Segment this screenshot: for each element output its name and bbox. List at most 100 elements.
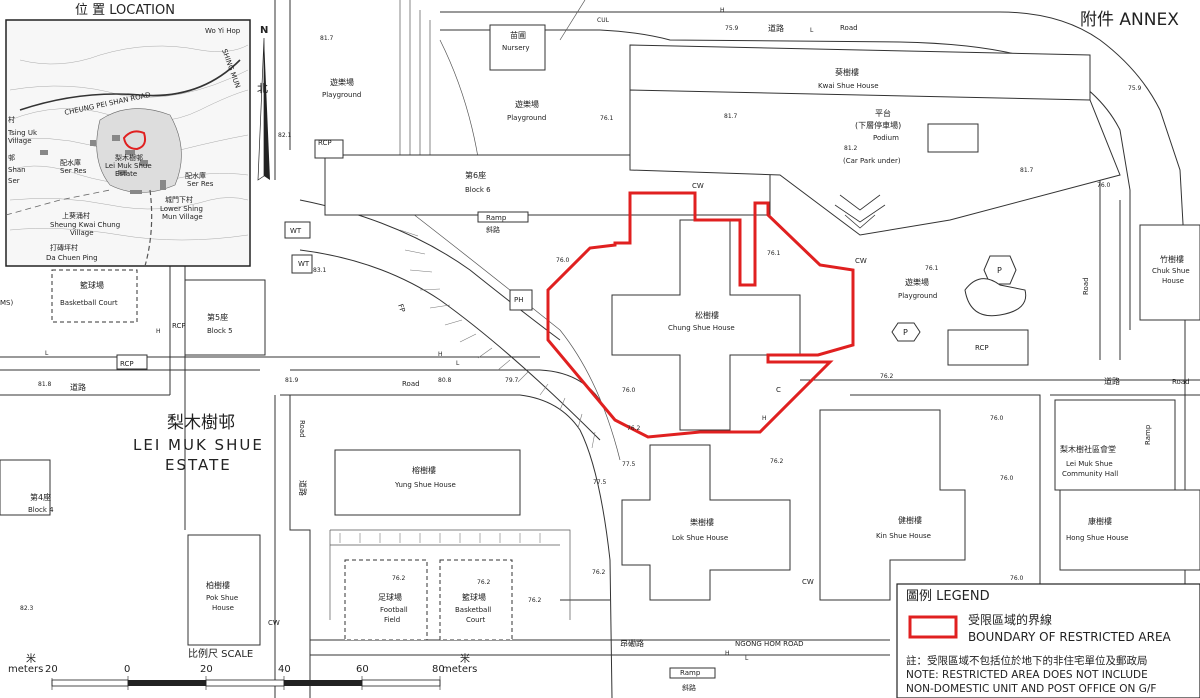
north-letter: N (260, 25, 268, 36)
nursery (489, 24, 546, 71)
label-kin-en: Kin Shue House (876, 532, 931, 540)
inset-label-21: Shan (8, 166, 26, 174)
chung-shue-house (611, 219, 801, 431)
ramp-right-vert: Ramp (1144, 424, 1152, 445)
road-right-zh: 道路 (1104, 376, 1120, 386)
community-hall (1054, 399, 1176, 491)
inset-location-marker (122, 130, 147, 151)
road-mid-en: Road (402, 380, 420, 388)
inset-label-10: 配水庫 (185, 171, 206, 180)
scale-tick-label: 80 (432, 664, 445, 675)
spot-height: 76.0 (1010, 575, 1024, 582)
label-ramp-zh-2: 斜路 (682, 683, 696, 692)
label-rcp-2: RCP (975, 344, 989, 352)
inset-label-16: Sheung Kwai Chung (50, 221, 120, 229)
label-rcp-4: RCP (172, 322, 186, 330)
spot-height: 81.8 (38, 381, 52, 388)
road-right-vert-en: Road (1082, 277, 1090, 295)
label-basket-en-2b: Court (466, 616, 485, 624)
spot-height: 79.7 (505, 377, 519, 384)
inset-label-6: Ser Res (60, 167, 87, 175)
legend-item-en: BOUNDARY OF RESTRICTED AREA (968, 630, 1172, 644)
inset-label-5: 配水庫 (60, 158, 81, 167)
inset-label-8: Lei Muk Shue (105, 162, 152, 170)
road-ngong-zh: 昂磡路 (620, 638, 644, 648)
parking-symbols (891, 255, 1027, 342)
estate-name-en-1: LEI MUK SHUE (133, 436, 264, 454)
label-h-3: H (762, 415, 767, 422)
label-chung-zh: 松樹樓 (695, 310, 719, 320)
spot-height: 82.1 (278, 132, 292, 139)
label-rcp-3: RCP (120, 360, 134, 368)
inset-label-18: 打磚坪村 (50, 243, 78, 252)
label-football-en-1: Football (380, 606, 408, 614)
label-block4-zh: 第4座 (30, 492, 51, 502)
spot-height: 81.7 (1020, 167, 1034, 174)
label-cw-3: CW (802, 578, 814, 586)
label-yung-en: Yung Shue House (394, 481, 456, 489)
parking-labels: P P (903, 266, 1002, 337)
north-arrow: N 北 (257, 25, 270, 181)
label-ph: PH (514, 296, 524, 304)
label-basket-zh-1: 籃球場 (80, 280, 104, 290)
label-cw-2: CW (855, 257, 867, 265)
label-pok-en-2: House (212, 604, 234, 612)
road-vert-en: Road (298, 420, 306, 438)
slope-ticks (339, 229, 596, 543)
inset-label-7: 梨木樹邨 (115, 153, 143, 162)
spot-height: 77.5 (622, 461, 636, 468)
inset-title: 位 置 LOCATION (75, 3, 175, 18)
label-wt-2: WT (298, 260, 310, 268)
scale-unit-en-left: meters (8, 664, 43, 675)
label-podium-en: Podium (873, 134, 899, 142)
road-ngong-en: NGONG HOM ROAD (735, 640, 804, 648)
road-right-en: Road (1172, 378, 1190, 386)
label-c: C (776, 386, 781, 394)
label-play-zh-3: 遊樂場 (905, 277, 929, 287)
slope-hatching (329, 0, 621, 620)
spot-height: 75.9 (725, 25, 739, 32)
parking-p-2: P (903, 328, 908, 337)
spot-height: 76.2 (392, 575, 406, 582)
legend-note-zh: 註：受限區域不包括位於地下的非住宅單位及郵政局 (906, 654, 1148, 667)
scale-tick-label: 60 (356, 664, 369, 675)
spot-height: 77.5 (593, 479, 607, 486)
spot-height: 76.2 (627, 425, 641, 432)
legend-note-en-1: NOTE: RESTRICTED AREA DOES NOT INCLUDE (906, 669, 1148, 681)
legend-item-zh: 受限區域的界線 (968, 612, 1052, 627)
label-ramp-zh-1: 斜路 (486, 225, 500, 234)
block-5 (184, 279, 266, 356)
scale-tick-label: 40 (278, 664, 291, 675)
label-l-3: L (810, 27, 814, 34)
label-nursery-en: Nursery (502, 44, 530, 52)
scale-tick-label: 0 (124, 664, 130, 675)
label-l-4: L (745, 655, 749, 662)
label-ramp-en-1: Ramp (486, 214, 507, 222)
chuk-shue-house (1139, 224, 1200, 321)
hong-shue-house (1059, 489, 1200, 571)
label-wt-1: WT (290, 227, 302, 235)
inset-label-23: 村 (8, 115, 15, 124)
label-h-5: H (720, 7, 725, 14)
label-basket-en-1: Basketball Court (60, 299, 118, 307)
scale-unit-en-right: meters (442, 664, 477, 675)
legend: 圖例 LEGEND 受限區域的界線 BOUNDARY OF RESTRICTED… (896, 583, 1200, 698)
spot-height: 75.9 (1128, 85, 1142, 92)
label-h-1: H (156, 328, 161, 335)
label-kin-zh: 健樹樓 (898, 515, 922, 525)
spot-height: 81.7 (320, 35, 334, 42)
label-pok-en-1: Pok Shue (206, 594, 238, 602)
label-hall-zh: 梨木樹社區會堂 (1060, 444, 1116, 454)
inset-label-9: Estate (115, 170, 137, 178)
label-block5-zh: 第5座 (207, 312, 228, 322)
label-football-en-2: Field (384, 616, 400, 624)
spot-height: 83.1 (313, 267, 327, 274)
label-nursery-zh: 苗圃 (510, 31, 526, 40)
kin-shue-house (819, 409, 966, 601)
label-podium-zh2: (下層停車場) (855, 120, 901, 130)
inset-label-13: Lower Shing (160, 205, 203, 213)
inset-label-15: 上葵涌村 (62, 211, 90, 220)
